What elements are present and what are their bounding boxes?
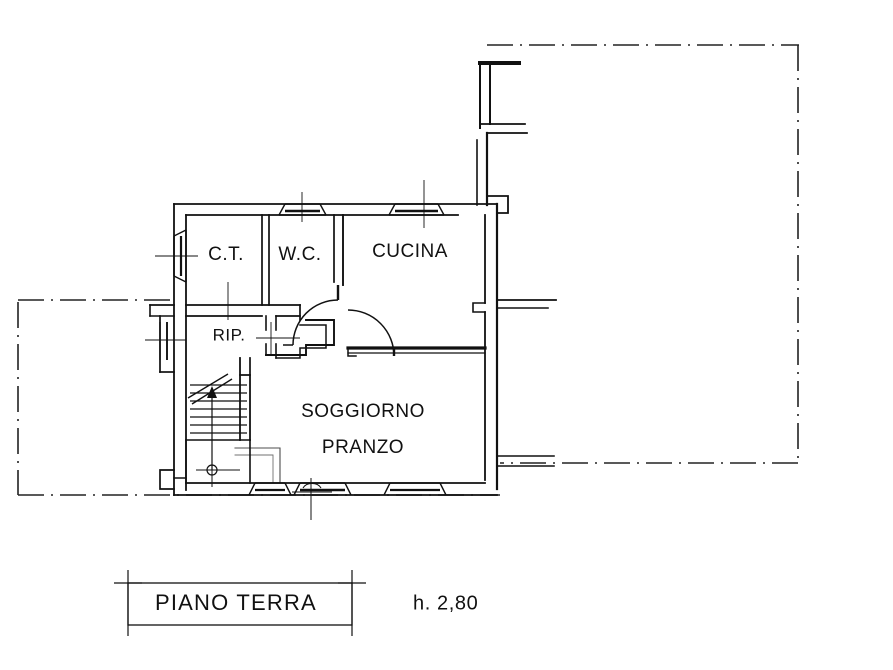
window-bottom-1 <box>248 482 292 496</box>
room-label-pranzo: PRANZO <box>322 437 404 458</box>
window-top-cucina <box>388 203 445 216</box>
partition-hall-step-inner <box>275 324 327 359</box>
partition-cucina-south-jamb <box>347 347 357 357</box>
partition-stair-enclosure-step <box>239 357 251 376</box>
stair-landing-sub2 <box>234 454 274 484</box>
staircase <box>187 373 247 487</box>
door-wc-arc <box>292 299 339 346</box>
room-label-wc: W.C. <box>278 244 321 265</box>
stair-break-line-a <box>187 373 229 399</box>
stair-landing-sub <box>234 447 281 484</box>
room-label-ct: C.T. <box>208 244 244 265</box>
ceiling-height-text: h. 2,80 <box>413 592 478 614</box>
room-labels: C.T. W.C. CUCINA RIP. SOGGIORNO PRANZO <box>208 241 448 458</box>
interior-partitions <box>185 214 487 484</box>
property-boundary <box>17 44 799 496</box>
room-label-cucina: CUCINA <box>372 241 448 262</box>
window-bottom-2-axis-marker <box>292 482 332 493</box>
window-bottom-2 <box>293 482 352 496</box>
wall-bottomleft-jog <box>159 469 175 490</box>
title-block <box>114 570 366 636</box>
window-top-wc <box>278 203 327 216</box>
stair-direction-arrowhead <box>207 386 217 398</box>
window-bottom-3 <box>383 482 447 496</box>
window-left-rip <box>159 322 168 360</box>
doors <box>283 285 396 357</box>
door-cucina-arc <box>347 309 395 357</box>
wall-right-notch <box>472 302 486 313</box>
title-block-text: PIANO TERRA <box>155 590 317 615</box>
wall-corner-pier-topright <box>486 195 509 214</box>
room-label-soggiorno: SOGGIORNO <box>301 401 425 422</box>
windows <box>145 180 447 520</box>
room-label-rip: RIP. <box>213 325 246 344</box>
wall-structure <box>149 61 557 496</box>
